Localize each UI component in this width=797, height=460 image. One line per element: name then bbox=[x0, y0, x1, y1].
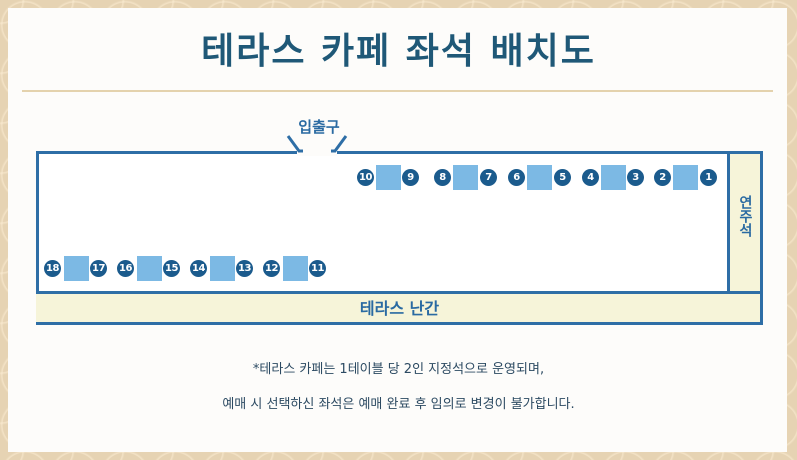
seat-badge-18[interactable]: 18 bbox=[44, 260, 61, 277]
note-line-2: 예매 시 선택하신 좌석은 예매 완료 후 임의로 변경이 불가합니다. bbox=[222, 397, 575, 412]
terrace-rail bbox=[36, 291, 760, 322]
entrance-label: 입출구 bbox=[298, 118, 340, 136]
seat-badge-16[interactable]: 16 bbox=[117, 260, 134, 277]
seat-badge-1[interactable]: 1 bbox=[700, 169, 717, 186]
entrance-arrow-icon bbox=[286, 135, 348, 153]
seat-badge-11[interactable]: 11 bbox=[309, 260, 326, 277]
entrance-gap bbox=[297, 148, 337, 156]
seat-badge-10[interactable]: 10 bbox=[357, 169, 374, 186]
terrace-rail-label: 테라스 난간 bbox=[359, 299, 440, 318]
seat-badge-17[interactable]: 17 bbox=[90, 260, 107, 277]
seat-badge-15[interactable]: 15 bbox=[163, 260, 180, 277]
table-12-11[interactable] bbox=[283, 256, 308, 281]
table-2-1[interactable] bbox=[673, 165, 698, 190]
table-14-13[interactable] bbox=[210, 256, 235, 281]
seat-badge-2[interactable]: 2 bbox=[654, 169, 671, 186]
seat-badge-7[interactable]: 7 bbox=[480, 169, 497, 186]
table-10-9[interactable] bbox=[376, 165, 401, 190]
seat-badge-13[interactable]: 13 bbox=[236, 260, 253, 277]
note-line-1: *테라스 카페는 1테이블 당 2인 지정석으로 운영되며, bbox=[252, 362, 545, 377]
table-16-15[interactable] bbox=[137, 256, 162, 281]
page-title: 테라스 카페 좌석 배치도 bbox=[201, 30, 596, 72]
table-18-17[interactable] bbox=[64, 256, 89, 281]
stage-label: 연주석 bbox=[737, 195, 753, 237]
seat-badge-9[interactable]: 9 bbox=[402, 169, 419, 186]
title-divider bbox=[22, 90, 773, 92]
table-4-3[interactable] bbox=[601, 165, 626, 190]
table-8-7[interactable] bbox=[453, 165, 478, 190]
seat-badge-4[interactable]: 4 bbox=[582, 169, 599, 186]
table-6-5[interactable] bbox=[527, 165, 552, 190]
seat-badge-5[interactable]: 5 bbox=[554, 169, 571, 186]
seat-badge-12[interactable]: 12 bbox=[263, 260, 280, 277]
stage-area bbox=[727, 151, 760, 294]
seat-badge-3[interactable]: 3 bbox=[627, 169, 644, 186]
seat-badge-14[interactable]: 14 bbox=[190, 260, 207, 277]
seat-badge-6[interactable]: 6 bbox=[508, 169, 525, 186]
seat-badge-8[interactable]: 8 bbox=[434, 169, 451, 186]
